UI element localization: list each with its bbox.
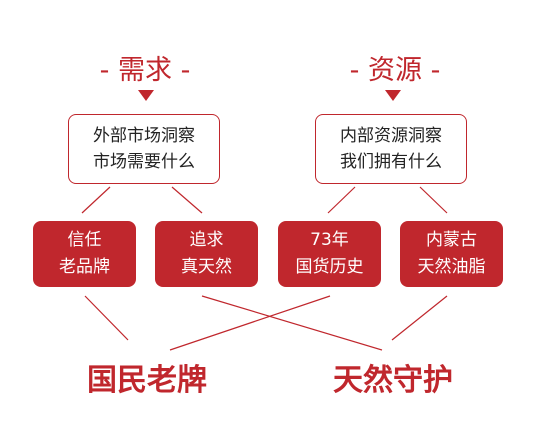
factor-line-1: 内蒙古 — [426, 230, 477, 250]
factor-line-1: 信任 — [67, 230, 102, 250]
question-box-external: 外部市场洞察 市场需要什么 — [68, 114, 220, 184]
connector-line — [327, 186, 356, 214]
result-national-brand: 国民老牌 — [87, 363, 207, 398]
factor-line-1: 73年 — [310, 230, 349, 250]
factor-line-1: 追求 — [189, 230, 224, 250]
connector-line — [171, 186, 203, 214]
down-arrow-icon — [385, 90, 401, 101]
connector-line — [169, 295, 331, 351]
factor-line-2: 老品牌 — [59, 257, 110, 277]
header-demand: - 需求 - — [99, 55, 191, 86]
connector-line — [419, 186, 448, 214]
result-natural-guardian: 天然守护 — [333, 363, 453, 398]
factor-box-history: 73年 国货历史 — [278, 221, 381, 287]
question-box-internal: 内部资源洞察 我们拥有什么 — [315, 114, 467, 184]
connector-line — [81, 186, 111, 214]
connector-line — [84, 295, 129, 341]
question-line-2: 我们拥有什么 — [340, 152, 442, 172]
connector-line — [391, 295, 448, 341]
header-resource: - 资源 - — [349, 55, 441, 86]
factor-line-2: 真天然 — [181, 257, 232, 277]
question-line-2: 市场需要什么 — [93, 152, 195, 172]
factor-box-natural: 追求 真天然 — [155, 221, 258, 287]
factor-line-2: 天然油脂 — [417, 257, 486, 277]
factor-line-2: 国货历史 — [295, 257, 364, 277]
factor-box-oil: 内蒙古 天然油脂 — [400, 221, 503, 287]
down-arrow-icon — [138, 90, 154, 101]
connector-line — [201, 295, 383, 351]
question-line-1: 内部资源洞察 — [340, 126, 442, 146]
question-line-1: 外部市场洞察 — [93, 126, 195, 146]
factor-box-trust: 信任 老品牌 — [33, 221, 136, 287]
